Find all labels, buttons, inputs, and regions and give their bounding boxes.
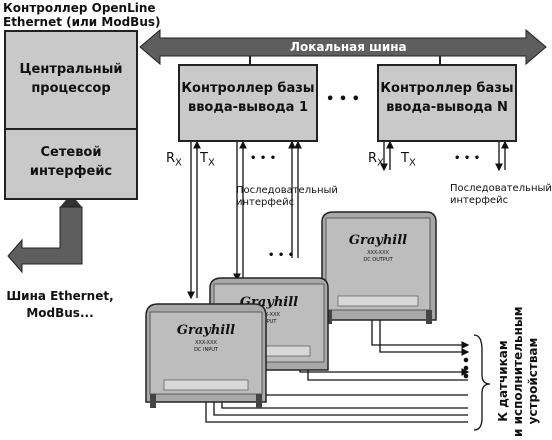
serial-interface-n-line-2: интерфейс bbox=[450, 195, 509, 206]
io-lines-1 bbox=[187, 140, 302, 300]
local-bus-label: Локальная шина bbox=[290, 40, 407, 54]
lines-ellipsis-n: • • • bbox=[454, 153, 481, 164]
io-controller-n bbox=[377, 64, 517, 142]
device-type-1: DC INPUT bbox=[194, 347, 219, 353]
cpu-block bbox=[4, 30, 138, 130]
io-controller-1-line-1: Контроллер базы bbox=[181, 81, 315, 96]
net-if-label: Сетевой интерфейс bbox=[4, 143, 138, 181]
io-module-dc-input: Grayhill XXX-XXX DC INPUT bbox=[145, 303, 267, 408]
net-if-label-line-1: Сетевой bbox=[40, 145, 102, 160]
serial-interface-n-line-1: Последовательный bbox=[450, 183, 552, 194]
rx-text-n: R bbox=[368, 151, 378, 166]
tx-text-n: T bbox=[401, 151, 409, 166]
device-type-3: DC OUTPUT bbox=[363, 257, 393, 263]
device-brand-1: Grayhill bbox=[177, 323, 235, 338]
device-type-2: INPUT bbox=[262, 319, 278, 325]
device-model-2: XXX-XXX bbox=[258, 312, 280, 318]
rx-label-1: RX bbox=[166, 151, 182, 169]
serial-interface-1-line-2: интерфейс bbox=[236, 197, 295, 208]
serial-interface-1-line-1: Последовательный bbox=[236, 185, 338, 196]
cpu-label-line-1: Центральный bbox=[19, 62, 123, 77]
ethernet-bus-label: Шина Ethernet, ModBus... bbox=[4, 288, 116, 322]
tx-text-1: T bbox=[200, 151, 208, 166]
to-sensors-line-3: устройствам bbox=[526, 337, 540, 425]
rx-text-1: R bbox=[166, 151, 176, 166]
ethernet-bus-line-2: ModBus... bbox=[26, 306, 94, 320]
controllers-ellipsis: • • • bbox=[326, 92, 360, 107]
rx-label-n: RX bbox=[368, 151, 384, 169]
tx-sub-1: X bbox=[207, 157, 215, 169]
tx-label-n: TX bbox=[401, 151, 416, 169]
devices-ellipsis: • • • bbox=[268, 250, 295, 261]
io-controller-1 bbox=[178, 64, 318, 142]
io-controller-n-label: Контроллер базы ввода-вывода N bbox=[377, 79, 517, 117]
io-controller-1-line-2: ввода-вывода 1 bbox=[187, 100, 309, 115]
rx-sub-1: X bbox=[175, 157, 182, 169]
device-brand-3: Grayhill bbox=[349, 233, 407, 248]
to-sensors-line-2: и исполнительным bbox=[511, 306, 525, 437]
cpu-label-line-2: процессор bbox=[31, 81, 111, 96]
io-controller-n-line-1: Контроллер базы bbox=[380, 81, 514, 96]
device-model-3: XXX-XXX bbox=[367, 250, 389, 256]
ethernet-arrow bbox=[7, 194, 83, 274]
io-controller-1-label: Контроллер базы ввода-вывода 1 bbox=[178, 79, 318, 117]
device-model-1: XXX-XXX bbox=[195, 340, 217, 346]
io-controller-n-line-2: ввода-вывода N bbox=[386, 100, 508, 115]
serial-interface-1: Последовательный интерфейс bbox=[236, 185, 338, 209]
to-sensors-line-1: К датчикам bbox=[496, 340, 510, 422]
serial-interface-n: Последовательный интерфейс bbox=[450, 183, 552, 207]
io-lines-n bbox=[380, 140, 509, 172]
rx-sub-n: X bbox=[377, 157, 384, 169]
local-bus-arrow bbox=[139, 28, 547, 66]
cpu-label: Центральный процессор bbox=[4, 60, 138, 98]
tx-sub-n: X bbox=[408, 157, 416, 169]
controller-title-line-2: Ethernet (или ModBus) bbox=[3, 15, 161, 29]
ethernet-bus-line-1: Шина Ethernet, bbox=[6, 289, 114, 303]
to-sensors-label: К датчикам и исполнительным устройствам bbox=[496, 306, 541, 437]
controller-title: Контроллер OpenLine Ethernet (или ModBus… bbox=[3, 1, 161, 29]
tx-label-1: TX bbox=[200, 151, 215, 169]
sensor-brace bbox=[473, 334, 491, 431]
controller-title-line-1: Контроллер OpenLine bbox=[3, 1, 156, 15]
lines-ellipsis-1: • • • bbox=[250, 153, 277, 164]
io-module-dc-output: Grayhill XXX-XXX DC OUTPUT bbox=[321, 211, 437, 324]
net-if-label-line-2: интерфейс bbox=[29, 164, 113, 179]
